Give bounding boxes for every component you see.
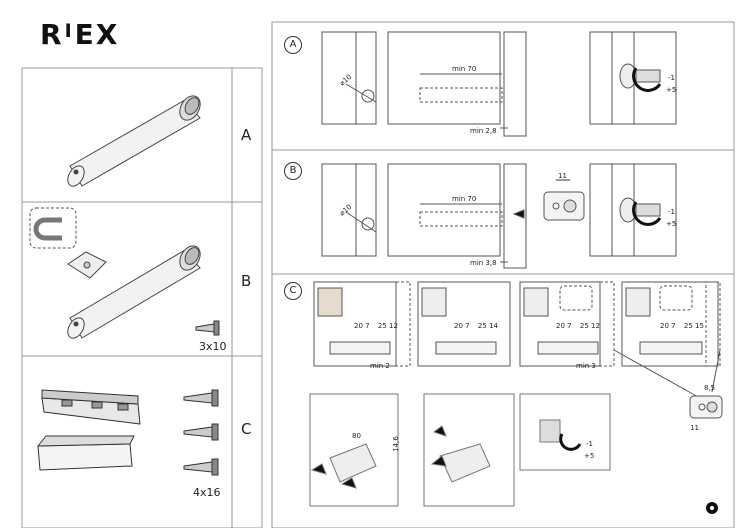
step-c-length: 80	[352, 432, 361, 440]
step-c-height: 14,6	[391, 436, 400, 452]
step-c-plate-height: 8,5	[704, 384, 716, 392]
screw-small-icon	[195, 320, 220, 336]
screw-size-b: 3x10	[199, 340, 227, 353]
step-c-marker: C	[284, 282, 302, 300]
step-a-wall-1	[321, 31, 377, 125]
part-label-a: A	[241, 126, 252, 144]
step-c-bottom-views	[309, 393, 611, 507]
step-c-minus: -1	[586, 440, 593, 448]
step-a-minus: -1	[668, 74, 675, 82]
step-a-wall-2	[387, 31, 527, 137]
spacing-group-1: 20 7 25 12	[354, 322, 398, 330]
part-label-c: C	[241, 420, 252, 438]
step-b-offset-label: min 3,8	[470, 259, 497, 267]
brand-logo: RIEX	[40, 18, 120, 51]
spacing-group-3: 20 7 25 12	[556, 322, 600, 330]
step-b-wall-1	[321, 163, 377, 257]
screw-large-icon	[183, 389, 219, 476]
step-b-wall-2	[387, 163, 527, 269]
step-c-offset-a: min 2	[370, 362, 390, 370]
screw-size-c: 4x16	[193, 486, 221, 499]
step-b-plate	[543, 179, 585, 221]
step-c-plate-width: 11	[690, 424, 699, 432]
magnet-icon	[29, 207, 77, 249]
step-b-minus: -1	[668, 208, 675, 216]
step-c-cabinets	[313, 281, 723, 419]
spacing-group-4: 20 7 25 15	[660, 322, 704, 330]
step-a-marker: A	[284, 36, 302, 54]
step-a-dia-label: ⌀10	[338, 73, 353, 88]
step-b-wall-3	[589, 163, 677, 257]
latch-cover	[36, 435, 135, 471]
step-b-plate-width: 11	[558, 172, 567, 180]
step-a-plus: +5	[666, 86, 676, 94]
step-a-offset-label: min 2,8	[470, 127, 497, 135]
step-b-marker: B	[284, 162, 302, 180]
corner-icon	[706, 502, 718, 514]
cylinder-a	[67, 95, 201, 187]
part-label-b: B	[241, 272, 252, 290]
step-a-wall-3	[589, 31, 677, 125]
cylinder-b	[67, 245, 201, 339]
step-c-plus: +5	[584, 452, 595, 460]
step-a-depth-label: min 70	[452, 65, 476, 73]
step-b-plus: +5	[666, 220, 676, 228]
metal-plate	[67, 251, 107, 279]
step-b-depth-label: min 70	[452, 195, 476, 203]
spacing-group-2: 20 7 25 14	[454, 322, 498, 330]
step-c-offset-b: min 3	[576, 362, 596, 370]
latch-body	[41, 389, 141, 425]
